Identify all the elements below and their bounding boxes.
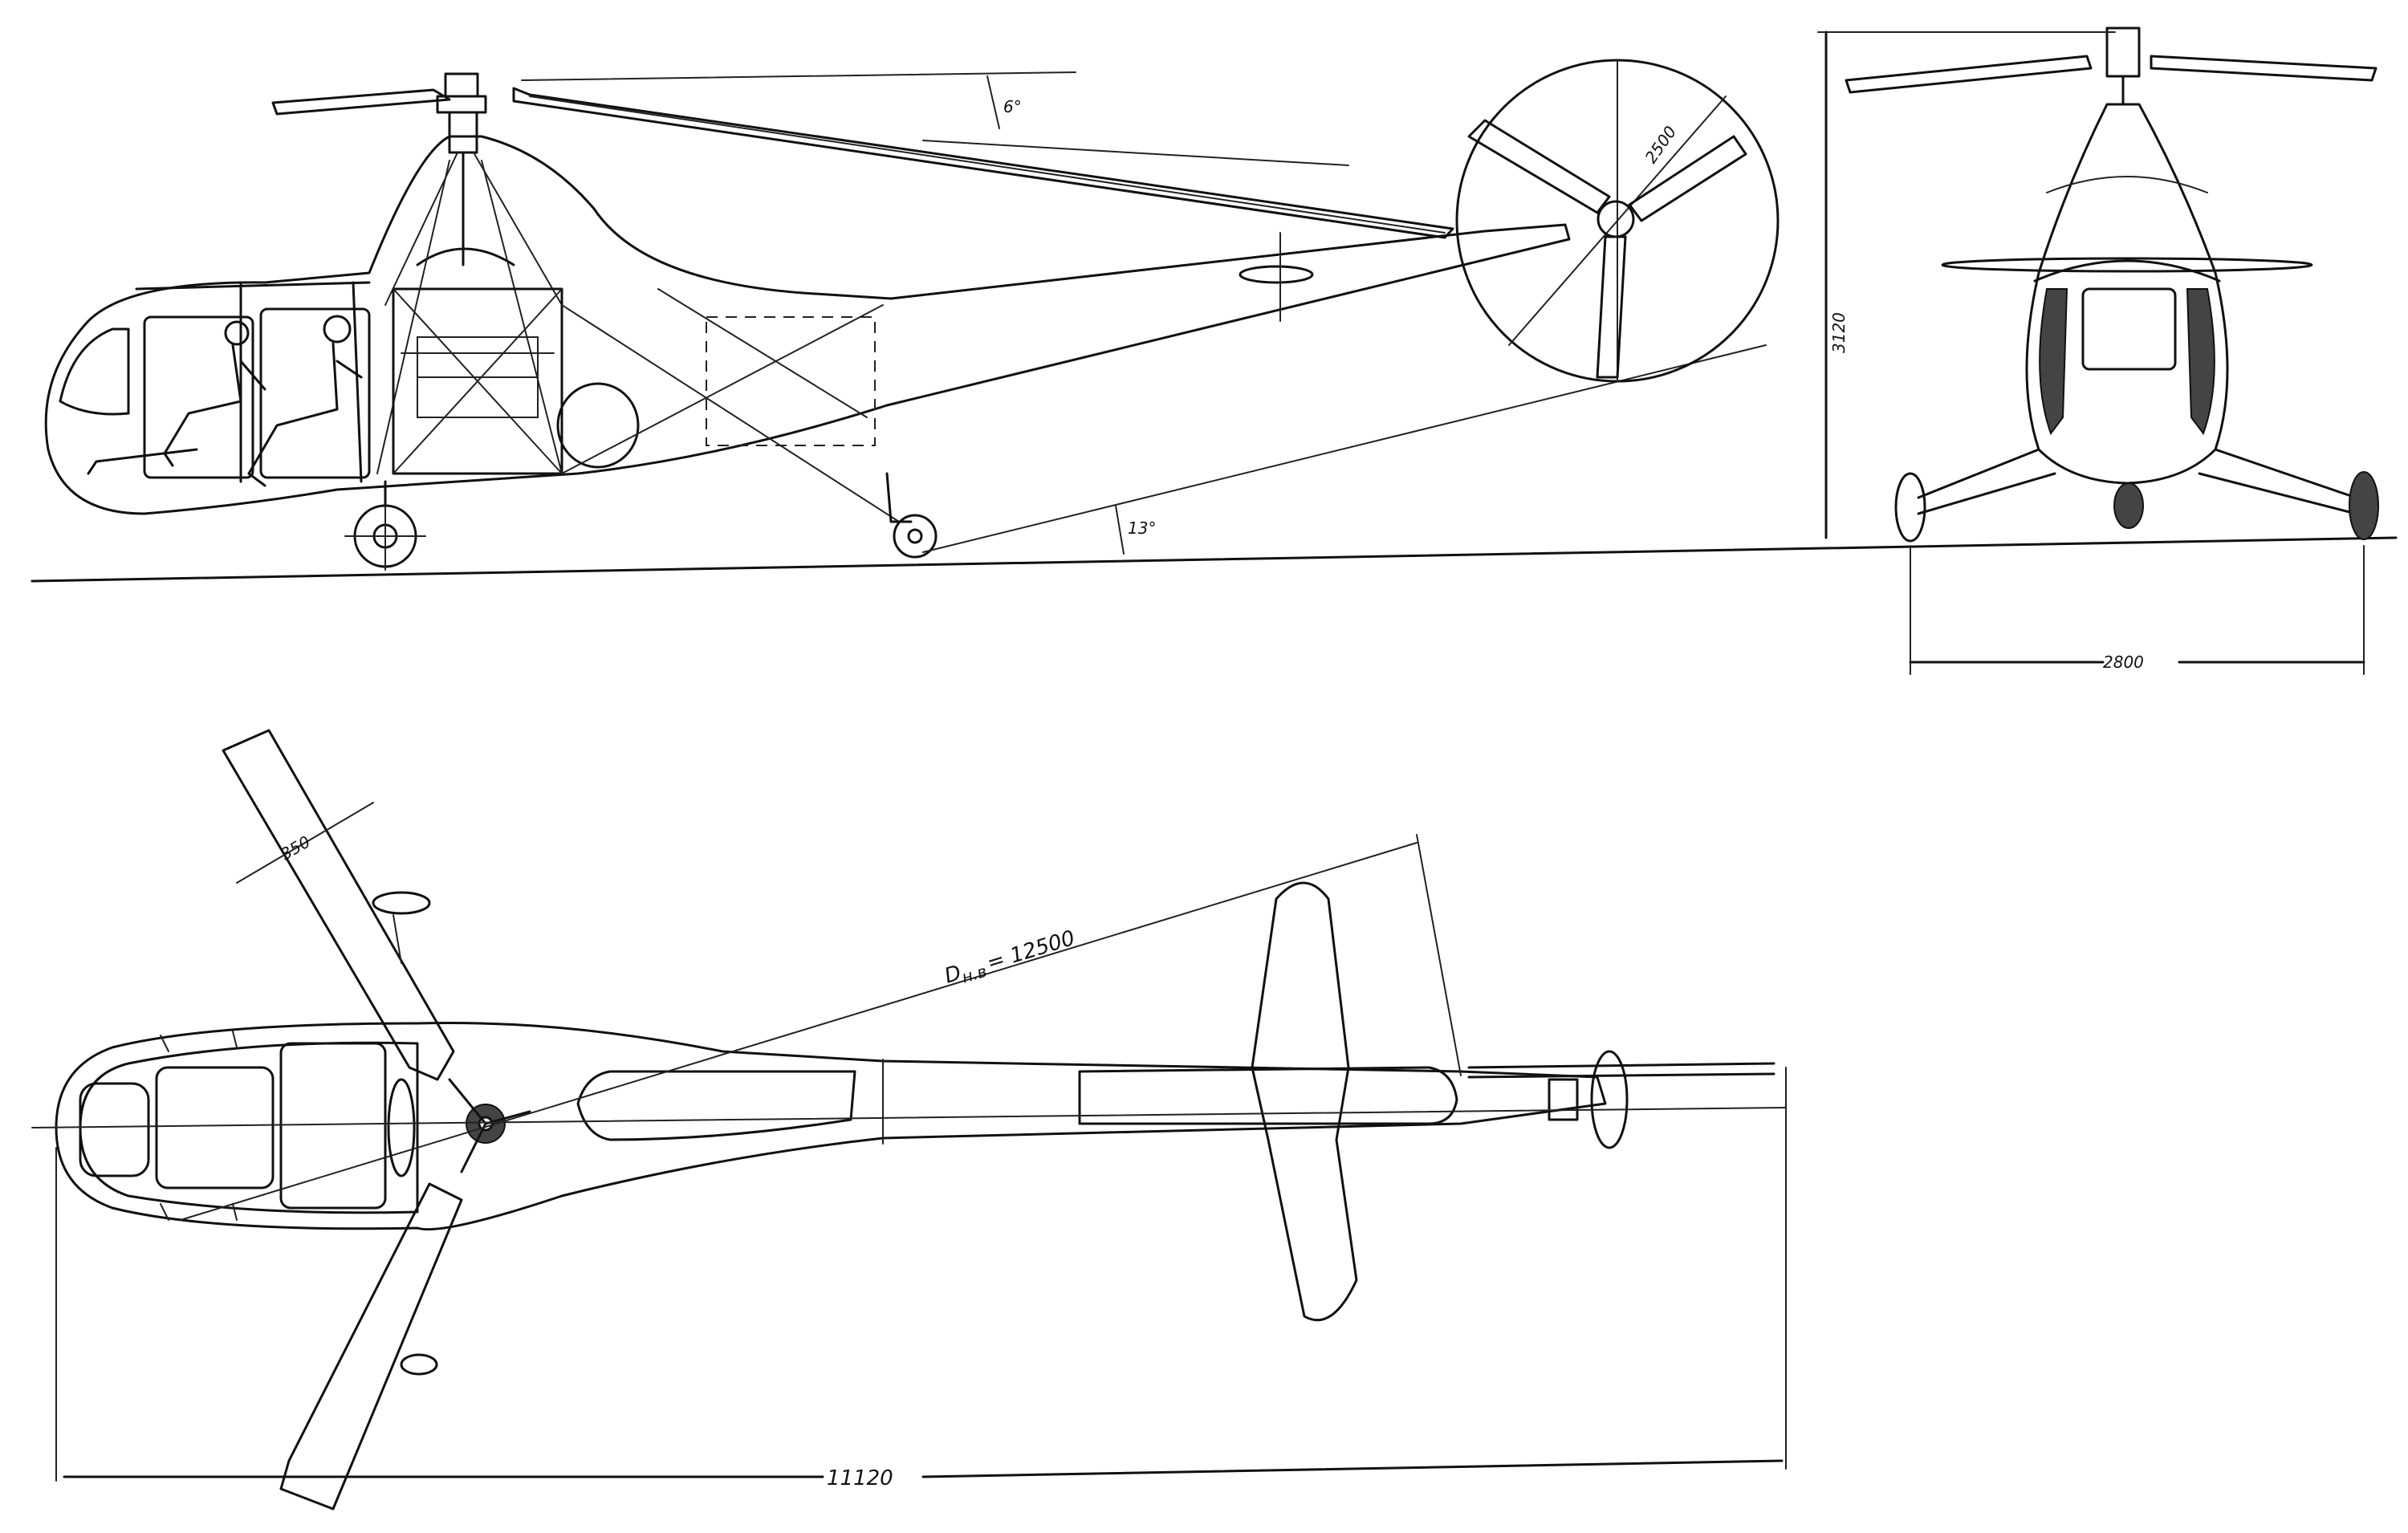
rotor-diameter-label: Dн.в= 12500 (942, 926, 1079, 992)
rotor-angle-label: 6° (1003, 97, 1022, 116)
overall-length-label: 11120 (827, 1466, 893, 1490)
tail-rotor: 2500 (1455, 59, 1780, 383)
side-view: 6° (31, 59, 2398, 583)
top-canopy-panel-3 (279, 1042, 387, 1210)
fuselage-outline (44, 135, 1571, 515)
front-wheel-left (1894, 472, 1926, 543)
svg-text:Dн.в= 12500: Dн.в= 12500 (942, 926, 1079, 992)
main-rotor-blade-left (271, 88, 451, 116)
tail-wheel (885, 472, 938, 559)
tail-boom-fairing (1078, 1066, 1458, 1125)
top-canopy-frame (79, 1041, 419, 1214)
top-canopy-panel-1 (79, 1082, 150, 1177)
cockpit-window-2 (259, 307, 371, 479)
rotor-hub (444, 72, 479, 98)
top-rotor-blade-upper (222, 729, 455, 1081)
front-windshield (2081, 287, 2177, 371)
horizontal-stabilizer (1251, 881, 1358, 1322)
top-rotor-blade-lower (279, 1182, 463, 1511)
ground-angle-line (922, 344, 1767, 553)
top-rotor-hub (448, 1078, 531, 1173)
cooling-inlet (556, 382, 640, 469)
main-rotor-blade-right (512, 87, 1454, 239)
top-view: 350 (31, 729, 1787, 1511)
pilot-figure (87, 320, 266, 475)
track-width-label: 2800 (2103, 653, 2144, 672)
tail-boom-access-panel (1239, 265, 1314, 284)
top-fuselage-outline (55, 1021, 1607, 1231)
front-stabilizer (1941, 257, 2313, 273)
front-door-left (2039, 288, 2068, 436)
rotor-diameter-dimension-line (180, 842, 1418, 1221)
front-rotor-blade-left (1845, 55, 2093, 94)
front-door-right (2186, 288, 2215, 436)
blade-chord-dimension-line (236, 802, 374, 884)
ground-angle-label: 13° (1128, 518, 1156, 538)
centre-line (31, 1107, 1787, 1128)
fuselage-fairing-front (576, 1070, 856, 1141)
front-rotor-hub (2105, 26, 2141, 78)
front-nose-wheel (2113, 482, 2144, 529)
height-dimension-label: 3120 (1829, 312, 1849, 353)
passenger-figure (247, 315, 363, 487)
top-tail-rotor (1467, 1050, 1775, 1149)
blade-chord-label: 350 (278, 832, 314, 864)
front-view: 3120 2800 (1817, 26, 2379, 675)
cockpit-window-1 (143, 315, 254, 479)
tail-rotor-diameter-label: 2500 (1641, 122, 1680, 166)
cockpit-window-front (59, 327, 130, 416)
tail-boom-frame (706, 316, 876, 446)
main-landing-wheel (344, 480, 426, 571)
engine-compartment (392, 287, 563, 475)
top-canopy-panel-2 (155, 1066, 275, 1189)
front-wheel-right (2349, 471, 2379, 540)
ground-line (31, 536, 2398, 583)
front-rotor-blade-right (2150, 55, 2377, 82)
rotor-reference-line (521, 71, 1076, 81)
